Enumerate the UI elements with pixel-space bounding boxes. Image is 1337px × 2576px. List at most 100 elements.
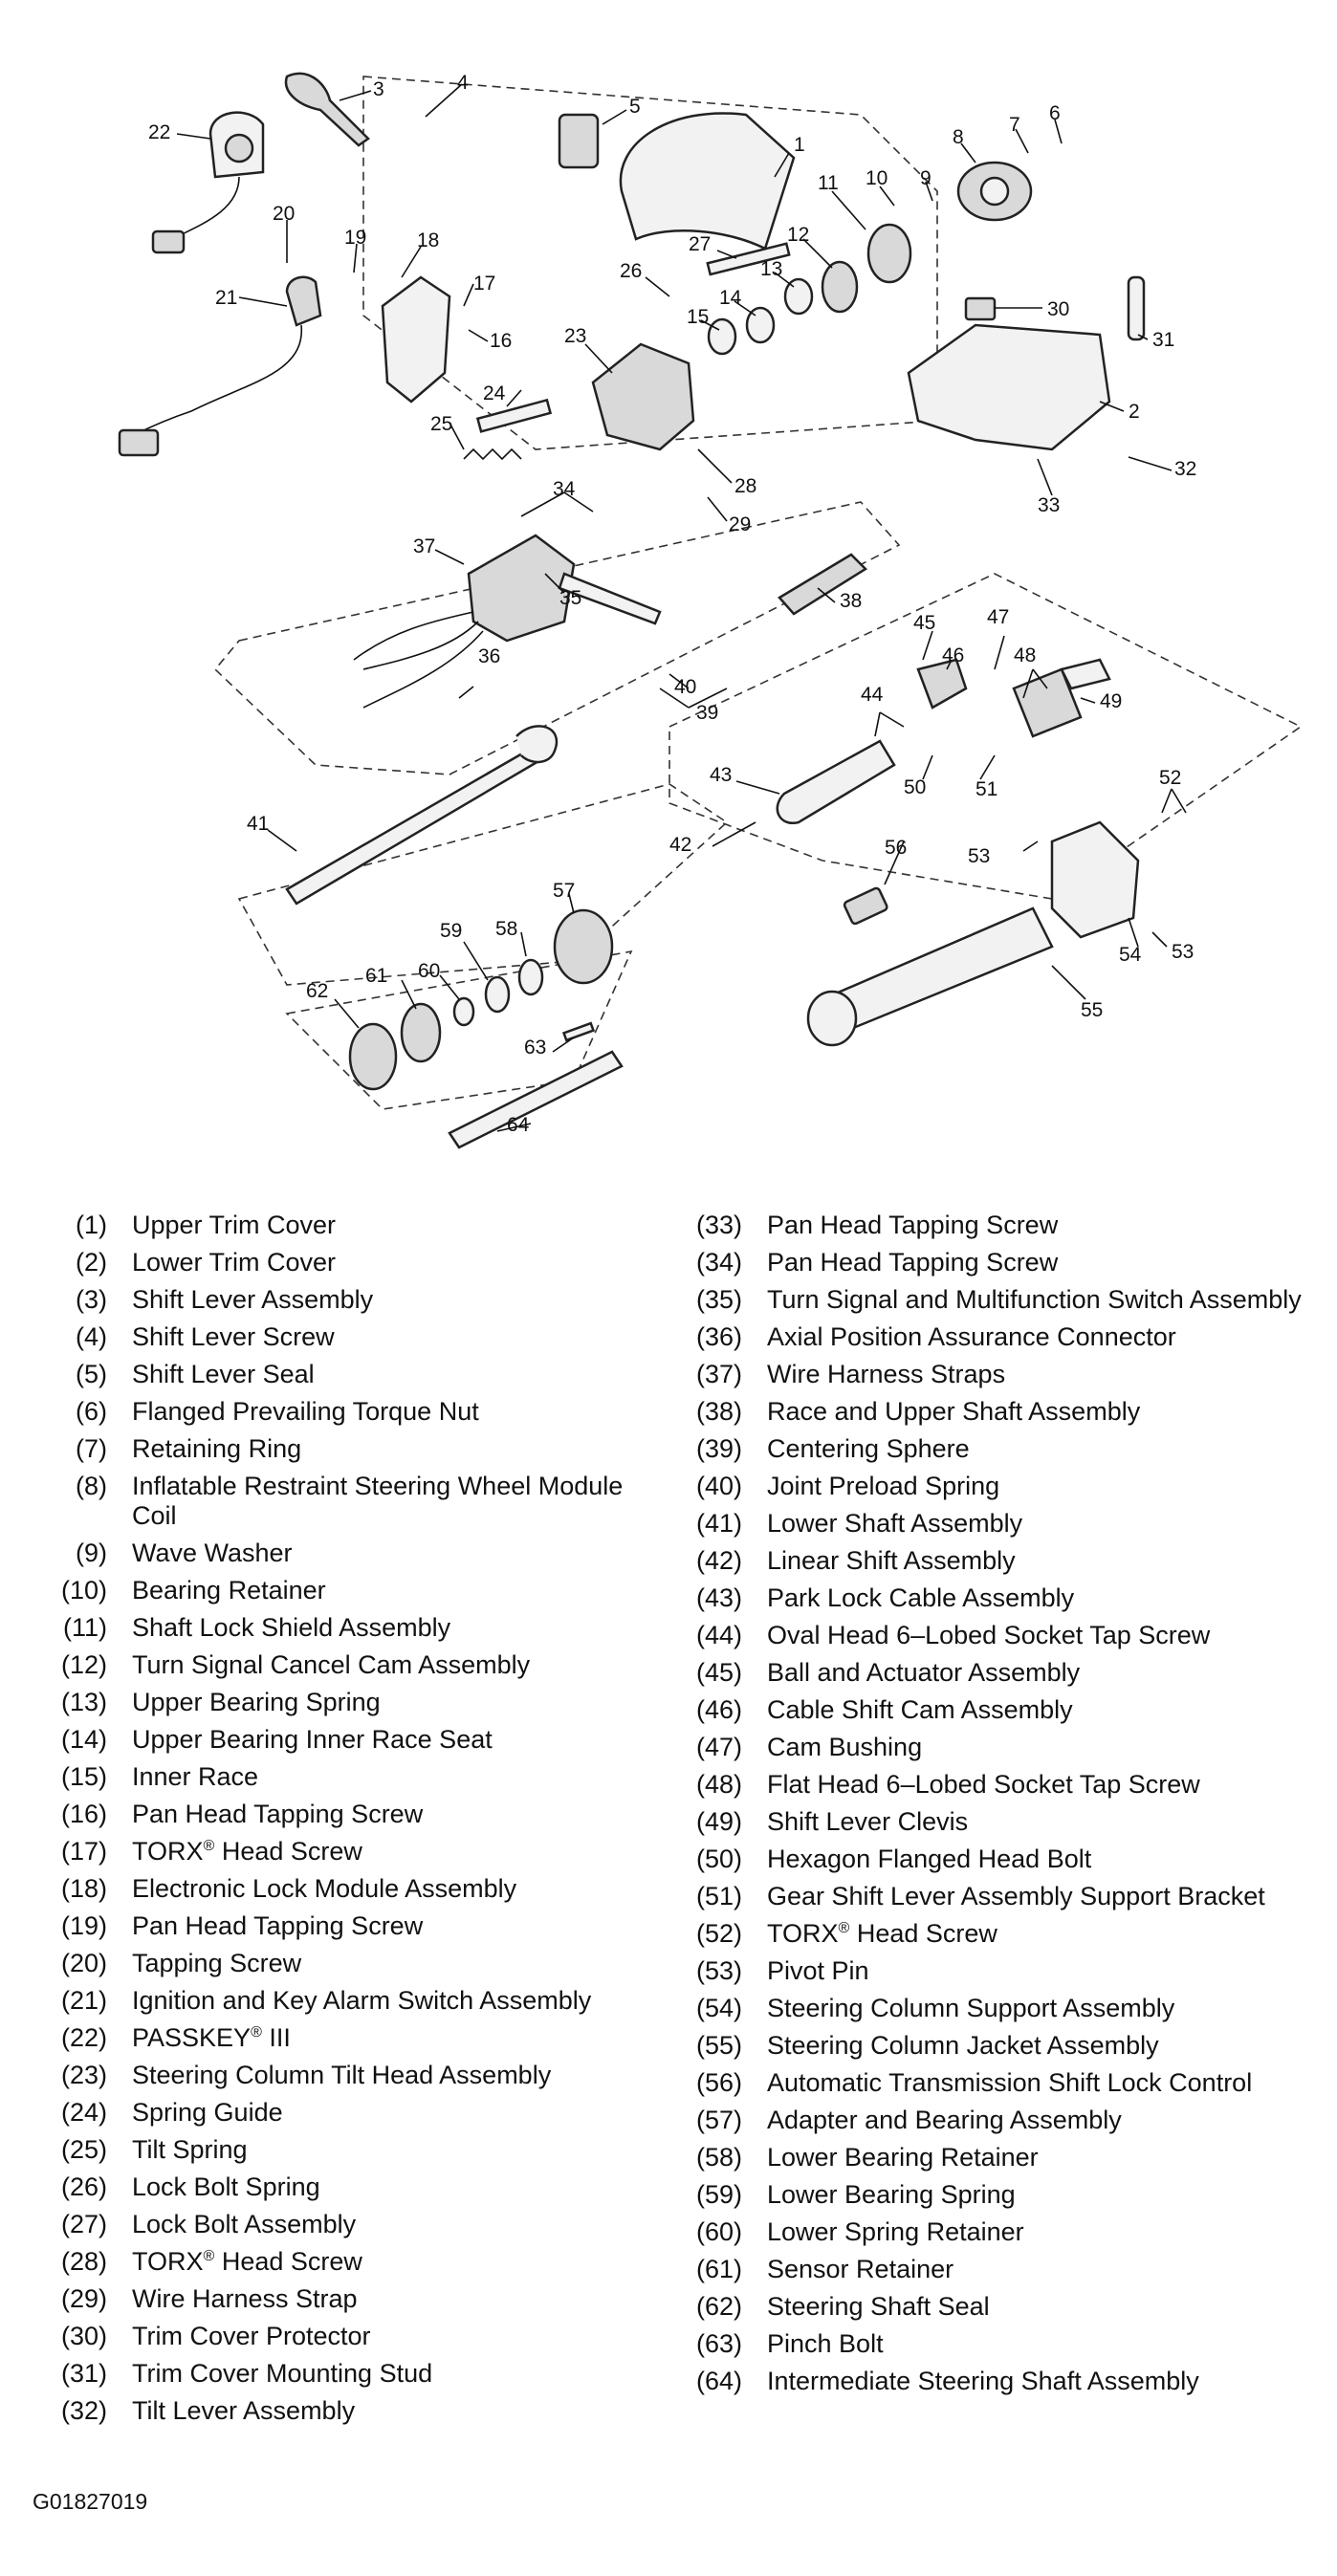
legend-label: Linear Shift Assembly	[767, 1542, 1331, 1580]
callout-13: 13	[760, 258, 782, 280]
callout-41: 41	[247, 813, 269, 835]
legend-number: (24)	[60, 2098, 107, 2127]
legend-label-text: Gear Shift Lever Assembly Support Bracke…	[767, 1882, 1265, 1910]
lower-shaft-shape	[285, 744, 547, 906]
legend-label-suffix: Head Screw	[214, 1837, 362, 1866]
legend-item: (62)Steering Shaft Seal	[662, 2288, 1331, 2325]
legend-item: (52)TORX® Head Screw	[662, 1915, 1331, 1953]
legend-number: (36)	[695, 1322, 742, 1351]
legend-label: Shaft Lock Shield Assembly	[132, 1609, 658, 1647]
legend-number: (34)	[695, 1248, 742, 1277]
legend-label-text: Automatic Transmission Shift Lock Contro…	[767, 2068, 1253, 2097]
legend-label-text: Lock Bolt Spring	[132, 2172, 320, 2201]
legend-number: (15)	[60, 1762, 107, 1791]
legend-label-text: Oval Head 6–Lobed Socket Tap Screw	[767, 1621, 1211, 1649]
legend-label: Turn Signal and Multifunction Switch Ass…	[767, 1281, 1331, 1319]
legend-label-text: Wire Harness Straps	[767, 1360, 1006, 1388]
callout-55: 55	[1081, 999, 1103, 1021]
legend-item: (56)Automatic Transmission Shift Lock Co…	[662, 2064, 1331, 2102]
legend-item: (13)Upper Bearing Spring	[27, 1684, 658, 1721]
legend-number: (49)	[695, 1807, 742, 1836]
callout-43: 43	[710, 764, 732, 786]
callout-21: 21	[215, 287, 237, 309]
legend-label-text: Park Lock Cable Assembly	[767, 1583, 1075, 1612]
legend-number: (62)	[695, 2292, 742, 2321]
legend-number: (29)	[60, 2284, 107, 2313]
legend-label: Shift Lever Assembly	[132, 1281, 658, 1319]
callout-8: 8	[953, 126, 964, 148]
legend-number: (2)	[76, 1248, 107, 1277]
legend-number: (57)	[695, 2106, 742, 2134]
legend-label-text: Shift Lever Screw	[132, 1322, 335, 1351]
legend-label-text: Linear Shift Assembly	[767, 1546, 1016, 1575]
legend-number: (21)	[60, 1986, 107, 2015]
callout-42: 42	[669, 834, 691, 856]
callout-7: 7	[1009, 114, 1020, 136]
callout-9: 9	[920, 167, 932, 189]
legend-label-text: Shift Lever Assembly	[132, 1285, 374, 1314]
legend-label-text: TORX	[132, 1837, 204, 1866]
legend-item: (24)Spring Guide	[27, 2094, 658, 2131]
legend-label: Flat Head 6–Lobed Socket Tap Screw	[767, 1766, 1331, 1803]
legend-number: (64)	[695, 2367, 742, 2395]
legend-label: Tilt Lever Assembly	[132, 2392, 658, 2430]
legend-label: Wire Harness Strap	[132, 2281, 658, 2318]
legend-number: (43)	[695, 1583, 742, 1612]
lower-trim-cover-shape	[907, 323, 1111, 451]
legend-number: (13)	[60, 1688, 107, 1716]
legend-item: (15)Inner Race	[27, 1758, 658, 1796]
legend-label-text: Hexagon Flanged Head Bolt	[767, 1845, 1092, 1873]
legend-item: (44)Oval Head 6–Lobed Socket Tap Screw	[662, 1617, 1331, 1654]
legend-label: PASSKEY® III	[132, 2019, 658, 2057]
callout-5: 5	[629, 96, 641, 118]
legend-number: (9)	[76, 1539, 107, 1567]
legend-label-text: Ignition and Key Alarm Switch Assembly	[132, 1986, 592, 2015]
legend-number: (35)	[695, 1285, 742, 1314]
legend-item: (55)Steering Column Jacket Assembly	[662, 2027, 1331, 2064]
legend-number: (30)	[60, 2322, 107, 2350]
callout-6: 6	[1049, 102, 1061, 124]
legend-label: Tilt Spring	[132, 2131, 658, 2169]
legend-label-text: Wave Washer	[132, 1539, 293, 1567]
callout-2: 2	[1129, 401, 1140, 423]
legend-number: (46)	[695, 1695, 742, 1724]
legend-label-text: Pinch Bolt	[767, 2329, 884, 2358]
legend-label-text: Centering Sphere	[767, 1434, 970, 1463]
legend-label-text: Flanged Prevailing Torque Nut	[132, 1397, 479, 1426]
callout-numbers: 1 2 3 4 5 6 7 8 9 10 11 12 13 14 15 16 1…	[148, 72, 1196, 1136]
legend-number: (60)	[695, 2217, 742, 2246]
legend-item: (6)Flanged Prevailing Torque Nut	[27, 1393, 658, 1430]
legend-label: Tapping Screw	[132, 1945, 658, 1982]
legend-label: Flanged Prevailing Torque Nut	[132, 1393, 658, 1430]
legend-label-text: Lower Spring Retainer	[767, 2217, 1024, 2246]
legend-label: TORX® Head Screw	[132, 1833, 658, 1870]
legend-item: (2) Lower Trim Cover	[27, 1244, 658, 1281]
legend-label: Steering Column Support Assembly	[767, 1990, 1331, 2027]
callout-39: 39	[696, 702, 718, 724]
legend-label: Trim Cover Mounting Stud	[132, 2355, 658, 2392]
legend-label-text: Steering Column Tilt Head Assembly	[132, 2061, 552, 2089]
legend-label: Upper Trim Cover	[132, 1207, 658, 1244]
registered-mark: ®	[838, 1920, 850, 1936]
legend-item: (23)Steering Column Tilt Head Assembly	[27, 2057, 658, 2094]
callout-52: 52	[1159, 767, 1181, 789]
legend-number: (39)	[695, 1434, 742, 1463]
legend-label: Race and Upper Shaft Assembly	[767, 1393, 1331, 1430]
callout-15: 15	[687, 306, 709, 328]
legend-item: (46) Cable Shift Cam Assembly	[662, 1692, 1331, 1729]
callout-35: 35	[559, 587, 581, 609]
legend-number: (11)	[62, 1613, 107, 1642]
legend-number: (47)	[695, 1733, 742, 1761]
legend-item: (57)Adapter and Bearing Assembly	[662, 2102, 1331, 2139]
legend-number: (45)	[695, 1658, 742, 1687]
legend-label-suffix: Head Screw	[849, 1919, 997, 1948]
legend-number: (41)	[695, 1509, 742, 1538]
legend-item: (19)Pan Head Tapping Screw	[27, 1908, 658, 1945]
legend-item: (64)Intermediate Steering Shaft Assembly	[662, 2363, 1331, 2400]
legend-label: Lower Trim Cover	[132, 1244, 658, 1281]
legend-label: Cable Shift Cam Assembly	[767, 1692, 1331, 1729]
legend-label-text: Wire Harness Strap	[132, 2284, 358, 2313]
adapter-bearing-shape	[553, 908, 614, 985]
legend-label-text: Flat Head 6–Lobed Socket Tap Screw	[767, 1770, 1200, 1799]
legend-label: Axial Position Assurance Connector	[767, 1319, 1331, 1356]
